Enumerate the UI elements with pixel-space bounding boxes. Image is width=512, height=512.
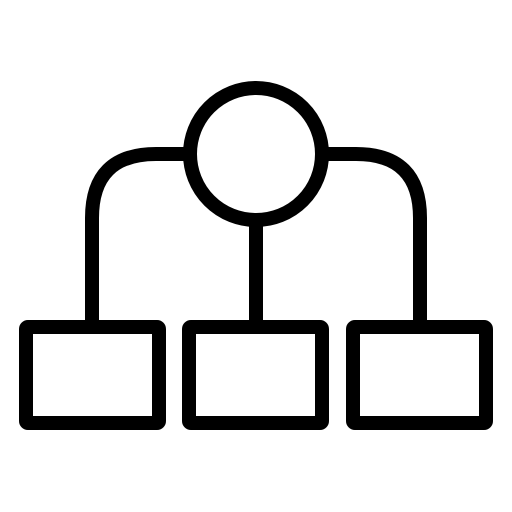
right-child-box — [346, 320, 493, 430]
right-connector-line — [315, 147, 427, 329]
root-node-circle — [183, 81, 329, 227]
left-connector-line — [85, 147, 197, 329]
hierarchy-strokes — [19, 81, 493, 430]
left-child-box — [19, 320, 166, 430]
center-child-box — [182, 320, 329, 430]
